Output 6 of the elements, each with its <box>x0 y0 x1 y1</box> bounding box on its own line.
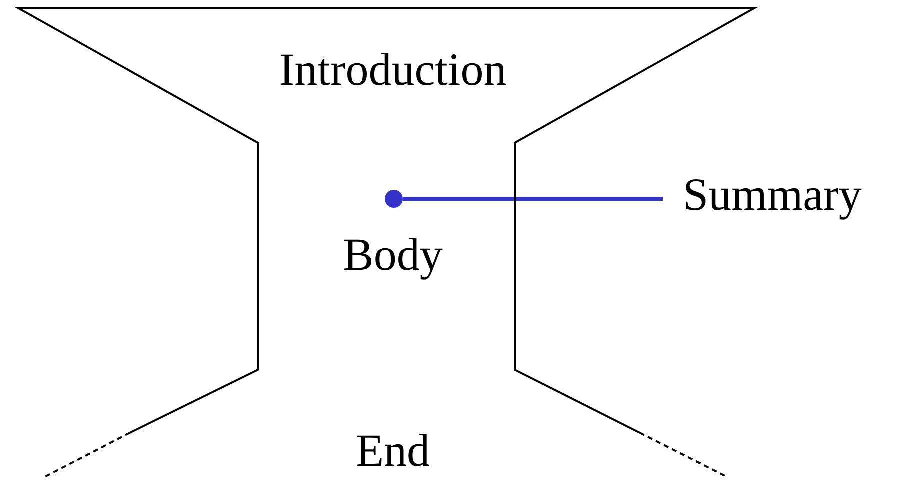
section-label: Introduction <box>279 47 507 93</box>
callout-label: Summary <box>683 172 862 218</box>
dot-marker <box>385 190 403 208</box>
section-label: End <box>356 428 430 474</box>
leader-line <box>403 197 663 201</box>
section-label: Body <box>343 232 443 278</box>
